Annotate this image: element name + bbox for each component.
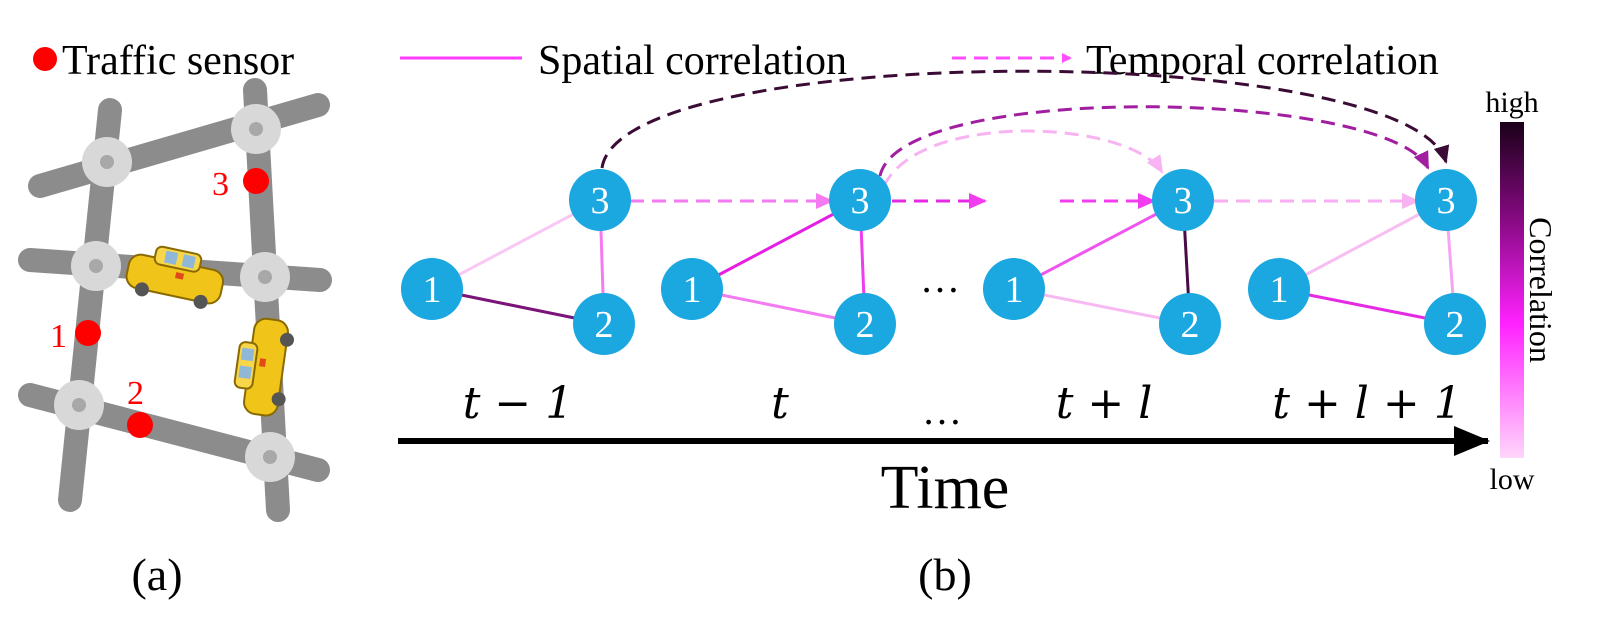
- node-1: [983, 258, 1045, 320]
- node-2: [573, 293, 635, 355]
- spatial-correlation-legend-label: Spatial correlation: [538, 38, 847, 84]
- node-3-label: 3: [851, 180, 870, 222]
- intersection-marker: [240, 252, 290, 302]
- colorbar-title: Correlation: [1523, 217, 1559, 363]
- graph-t-minus-1: 1 2 3: [401, 169, 635, 355]
- node-2-label: 2: [1446, 304, 1465, 346]
- correlation-colorbar: [1500, 122, 1524, 458]
- intersection-marker: [71, 241, 121, 291]
- panel-a: Traffic sensor: [18, 38, 332, 600]
- node-3: [1415, 169, 1477, 231]
- node-3-label: 3: [1437, 180, 1456, 222]
- traffic-sensor-3: [243, 168, 269, 194]
- intersection-marker: [231, 104, 281, 154]
- panel-a-caption: (a): [131, 549, 182, 600]
- sensor-2-label: 2: [127, 375, 144, 412]
- time-label-t-plus-l: t + l: [1056, 378, 1153, 429]
- node-2-label: 2: [856, 304, 875, 346]
- traffic-sensor-legend-label: Traffic sensor: [62, 38, 294, 84]
- node-2: [834, 293, 896, 355]
- colorbar-high-label: high: [1485, 86, 1538, 119]
- node-3: [569, 169, 631, 231]
- panel-b: Spatial correlation Temporal correlation: [398, 38, 1559, 600]
- node-3-label: 3: [591, 180, 610, 222]
- node-2-label: 2: [595, 304, 614, 346]
- time-label-t-minus-1: t − 1: [463, 378, 574, 429]
- node-3: [829, 169, 891, 231]
- node-3: [1152, 169, 1214, 231]
- graph-t-plus-l-plus-1: 1 2 3: [1248, 169, 1486, 355]
- spatial-edge: [431, 198, 601, 291]
- sensor-3-label: 3: [212, 166, 229, 203]
- spatial-edge: [1013, 198, 1184, 291]
- node-2: [1424, 293, 1486, 355]
- intersection-marker: [82, 137, 132, 187]
- traffic-sensor-2: [127, 412, 153, 438]
- temporal-arc-t-to-t-plus-l: [882, 129, 1164, 187]
- spatial-edge: [691, 198, 861, 291]
- sensor-1-label: 1: [50, 318, 67, 355]
- time-label-t: t: [771, 378, 789, 429]
- node-1-label: 1: [1005, 269, 1024, 311]
- panel-b-caption: (b): [918, 549, 972, 600]
- intersection-marker: [245, 432, 295, 482]
- graph-t-plus-l: 1 2 3: [983, 169, 1221, 355]
- graph-t: 1 2 3: [661, 169, 896, 355]
- traffic-sensor-legend-dot: [33, 47, 57, 71]
- node-3-label: 3: [1174, 180, 1193, 222]
- spatial-edge: [1278, 198, 1447, 291]
- node-1: [1248, 258, 1310, 320]
- node-1: [661, 258, 723, 320]
- node-2: [1159, 293, 1221, 355]
- taxi-car-icon: [233, 317, 295, 417]
- node-2-label: 2: [1181, 304, 1200, 346]
- time-label-ellipsis: …: [922, 388, 962, 433]
- intersections: [54, 104, 295, 482]
- graph-ellipsis: …: [920, 256, 960, 301]
- node-1-label: 1: [423, 269, 442, 311]
- temporal-arc-t-minus-1-to-t-plus-l-plus-1: [600, 69, 1450, 169]
- time-axis-label: Time: [881, 454, 1010, 522]
- time-label-t-plus-l-plus-1: t + l + 1: [1272, 378, 1461, 429]
- traffic-sensor-1: [75, 320, 101, 346]
- node-1: [401, 258, 463, 320]
- temporal-arc-t-to-t-plus-l-plus-1: [878, 105, 1430, 177]
- temporal-correlation-legend-label: Temporal correlation: [1086, 38, 1439, 84]
- intersection-marker: [54, 380, 104, 430]
- colorbar-low-label: low: [1490, 463, 1535, 496]
- node-1-label: 1: [1270, 269, 1289, 311]
- taxi-car-icon: [125, 245, 225, 309]
- node-1-label: 1: [683, 269, 702, 311]
